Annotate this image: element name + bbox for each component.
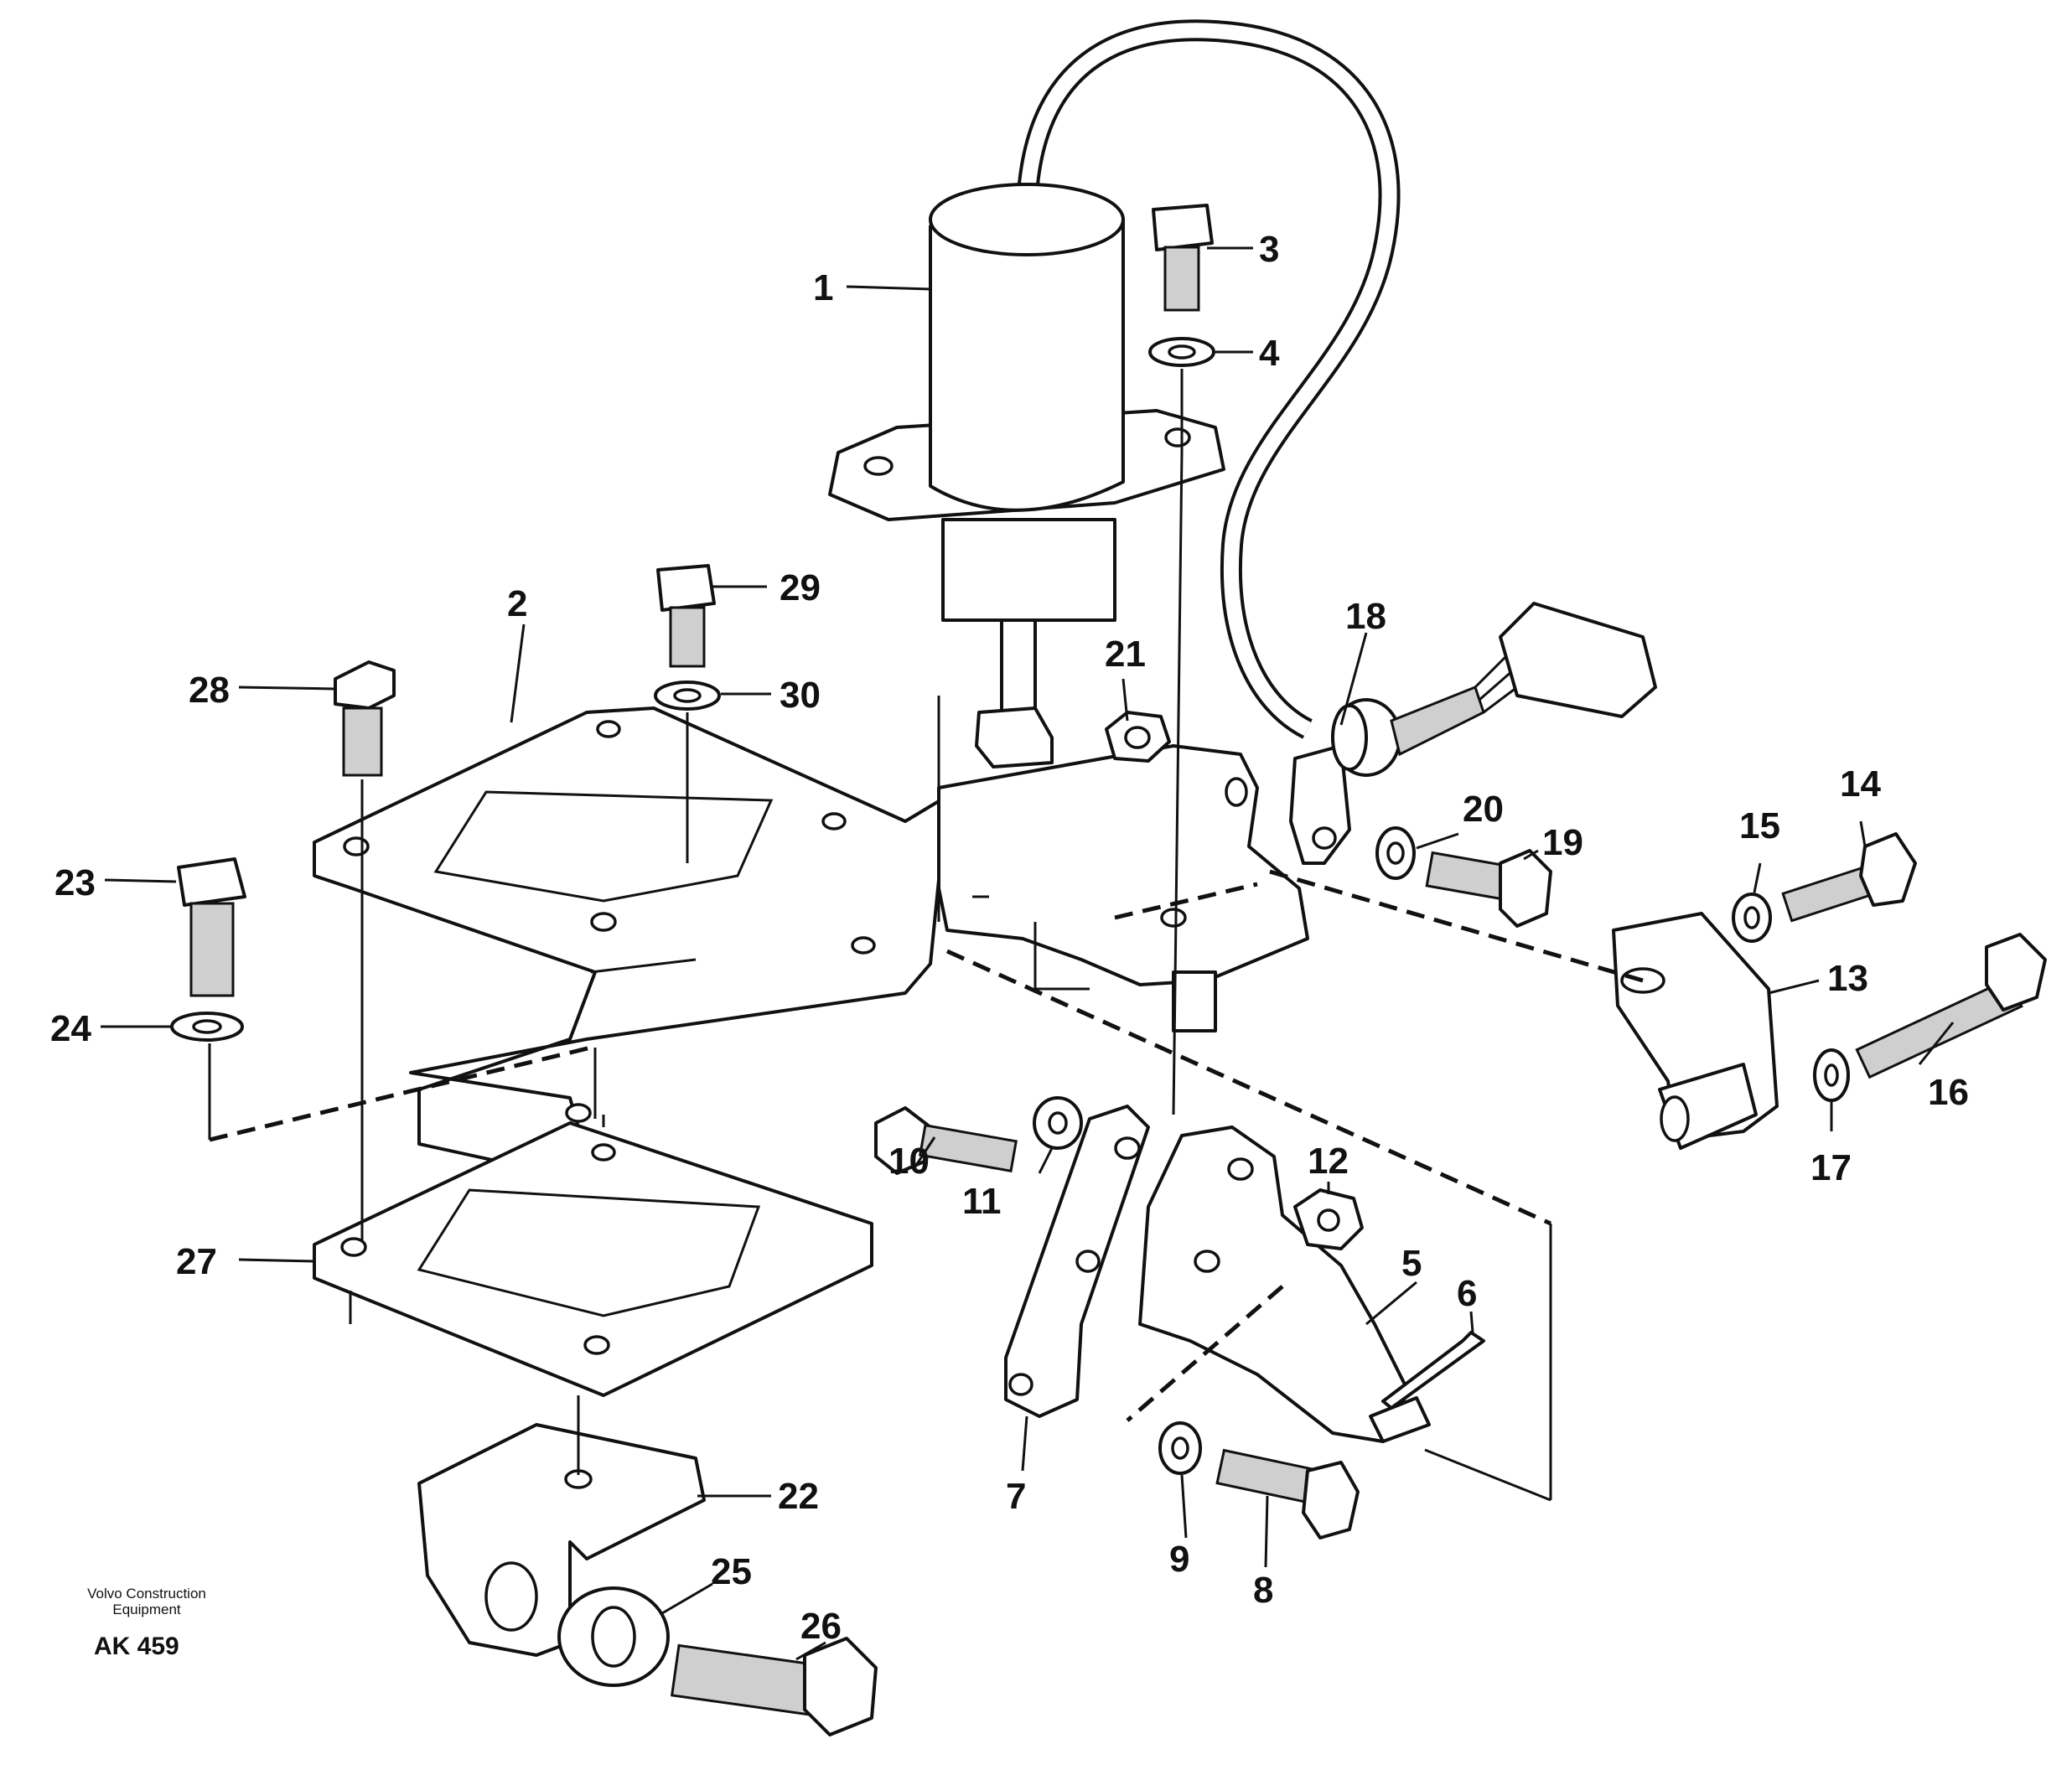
leader-lines [101,246,1955,1661]
washer-20 [1375,826,1416,880]
publisher-line-1: Volvo Construction [87,1586,206,1602]
callout-23: 23 [54,862,96,903]
split-pin-6 [1381,1331,1485,1410]
publisher-line-2: Equipment [112,1602,181,1617]
callout-28: 28 [189,670,230,711]
callout-27: 27 [176,1241,217,1282]
washer-11 [1033,1096,1083,1150]
callout-6: 6 [1457,1273,1477,1314]
callout-16: 16 [1928,1072,1969,1113]
assembly-lines [208,369,1644,1502]
washer-4 [1148,337,1215,367]
bolt-26 [670,1637,878,1736]
callout-22: 22 [778,1476,819,1517]
callout-15: 15 [1739,805,1780,846]
lever-arm-5 [1138,1126,1431,1443]
bolt-3 [1152,204,1214,312]
bolt-29 [656,564,716,668]
callout-1: 1 [813,267,833,308]
callout-26: 26 [800,1606,842,1647]
washer-9 [1158,1421,1202,1475]
lever-arm-7 [1004,1105,1150,1418]
gasket-27 [313,1121,873,1397]
solenoid [828,183,1225,768]
callout-8: 8 [1253,1570,1273,1611]
callout-13: 13 [1827,958,1868,999]
callout-4: 4 [1259,333,1280,374]
callout-21: 21 [1105,634,1146,675]
bracket-13 [1612,912,1779,1150]
mount-bracket [937,744,1309,1032]
callout-18: 18 [1345,596,1386,637]
callout-10: 10 [888,1141,930,1182]
callout-11: 11 [962,1181,1002,1222]
bolt-16 [1855,933,2047,1079]
callout-17: 17 [1810,1147,1852,1188]
washer-17 [1813,1048,1850,1102]
diagram-code: AK 459 [94,1633,179,1660]
callout-7: 7 [1006,1476,1026,1517]
washer-30 [654,681,721,711]
bolt-19 [1425,849,1552,928]
callout-5: 5 [1401,1243,1422,1284]
bolt-14 [1781,832,1917,923]
callout-30: 30 [780,675,821,716]
bolt-23 [177,857,246,997]
bracket-22 [417,1423,706,1657]
spacer-25 [557,1586,670,1687]
bolt-10 [874,1106,1018,1175]
callout-12: 12 [1308,1141,1349,1182]
callout-19: 19 [1542,822,1583,863]
callout-24: 24 [50,1008,91,1049]
solenoid-cable [1016,19,1401,739]
callout-29: 29 [780,567,821,608]
publisher-credit: Volvo Construction Equipment [50,1586,243,1617]
callout-2: 2 [507,583,527,624]
cable-clamp-18 [1289,602,1657,865]
washer-24 [170,1012,244,1042]
callout-3: 3 [1259,229,1279,270]
callout-9: 9 [1169,1539,1189,1580]
bolt-8 [1215,1448,1360,1540]
callout-labels: 1 2 3 4 5 6 7 8 9 10 11 12 13 14 15 16 1… [50,229,1969,1647]
nut-12 [1293,1188,1364,1250]
callout-14: 14 [1840,763,1881,805]
callout-25: 25 [711,1551,752,1592]
bolt-28 [334,660,396,777]
callout-20: 20 [1463,789,1504,830]
bracket-plate-2 [313,706,949,1175]
washer-15 [1732,893,1772,943]
